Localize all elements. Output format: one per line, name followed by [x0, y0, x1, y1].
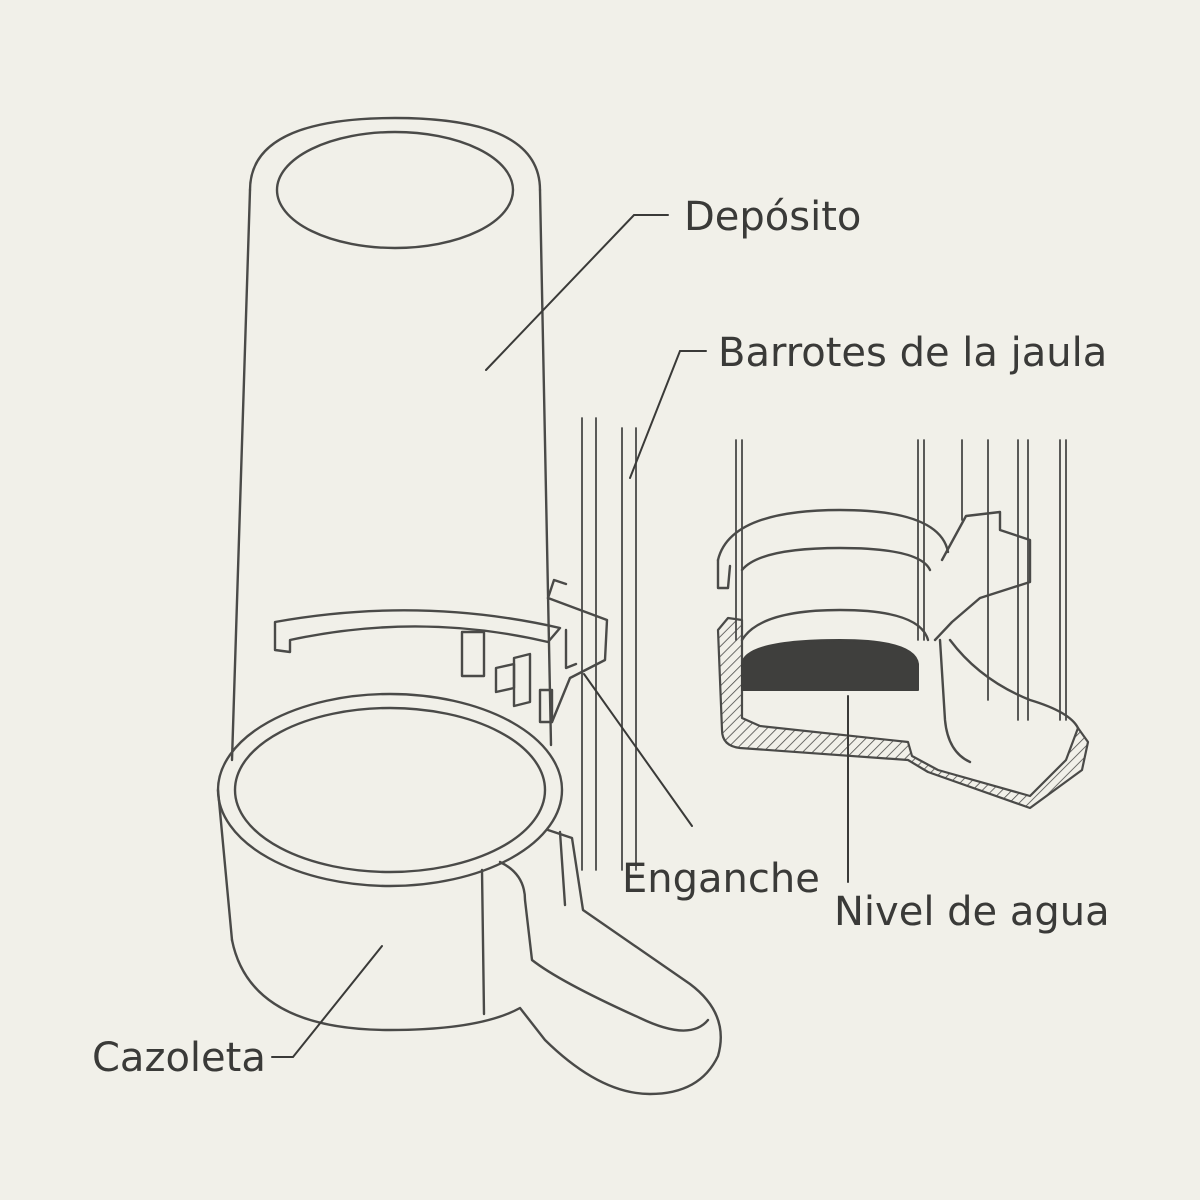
reservoir — [230, 116, 553, 762]
cage-bars-detail — [735, 439, 1067, 721]
label-enganche: Enganche — [622, 856, 820, 902]
leader-cazoleta — [271, 945, 383, 1058]
detail-cup-section — [716, 508, 1090, 810]
leader-barrotes — [629, 350, 707, 479]
cage-bars-main — [581, 417, 637, 871]
label-deposito: Depósito — [684, 194, 861, 240]
label-barrotes-de-la-jaula: Barrotes de la jaula — [718, 330, 1107, 376]
label-cazoleta: Cazoleta — [92, 1035, 266, 1081]
hook-clip — [273, 578, 609, 724]
leader-enganche — [583, 673, 693, 827]
cup — [216, 692, 722, 1096]
leader-deposito — [485, 214, 669, 371]
label-nivel-de-agua: Nivel de agua — [834, 889, 1110, 935]
